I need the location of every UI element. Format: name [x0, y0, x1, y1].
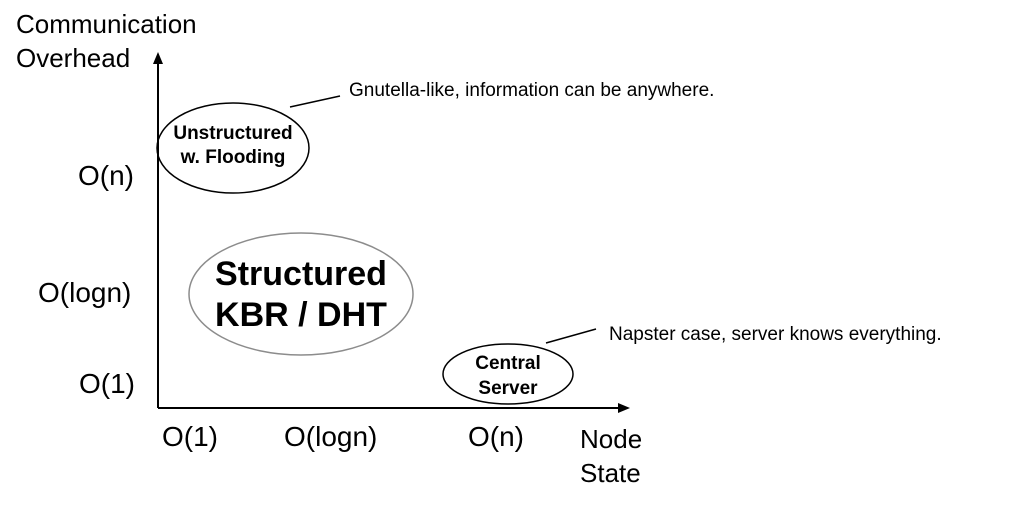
structured-label-line2: KBR / DHT [215, 296, 387, 335]
x-axis-arrowhead [618, 403, 630, 413]
structured-bubble [188, 232, 414, 356]
unstructured-label-line2: w. Flooding [180, 146, 286, 168]
x-tick-label: O(1) [162, 421, 218, 452]
unstructured-label-line1: Unstructured [173, 123, 293, 144]
central-server-bubble [442, 343, 574, 405]
y-tick-label: O(1) [79, 368, 135, 399]
x-tick-label: O(n) [468, 421, 524, 452]
unstructured-label: Unstructured w. Flooding [158, 122, 308, 170]
central-server-label: Central Server [448, 352, 568, 401]
x-axis-title-line2: State [580, 458, 641, 488]
structured-label-line1: Structured [215, 255, 387, 293]
y-tick-label: O(logn) [38, 277, 132, 308]
y-tick-label: O(n) [78, 160, 134, 191]
central-server-label-line1: Central [475, 353, 541, 374]
unstructured-bubble [156, 102, 310, 194]
x-axis-title-line1: Node [580, 424, 643, 454]
gnutella-leader-line [289, 95, 341, 108]
central-server-label-line2: Server [478, 377, 538, 399]
y-axis-title-line2: Overhead [16, 43, 131, 73]
y-axis-title-line1: Communication [16, 9, 197, 39]
gnutella-annotation: Gnutella-like, information can be anywhe… [349, 80, 715, 101]
napster-annotation: Napster case, server knows everything. [609, 324, 942, 345]
x-tick-label: O(logn) [284, 421, 378, 452]
structured-label: Structured KBR / DHT [191, 254, 411, 337]
y-axis-arrowhead [153, 52, 163, 64]
napster-leader-line [545, 328, 597, 344]
